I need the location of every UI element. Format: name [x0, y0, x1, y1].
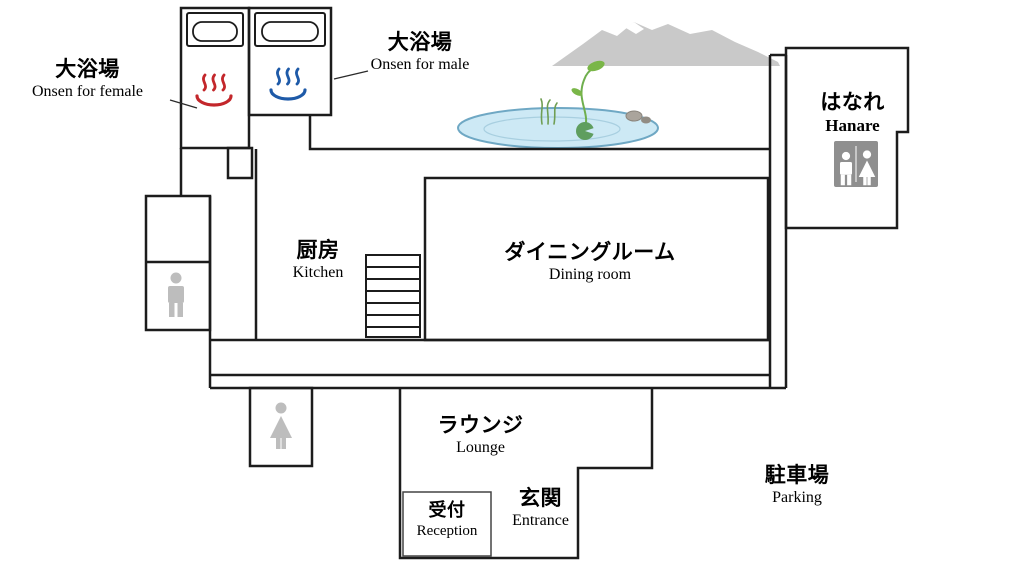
bathtub-male-icon — [254, 12, 326, 47]
parking-label: 駐車場 Parking — [737, 463, 857, 508]
male-restroom-icon — [168, 272, 184, 317]
entrance-label: 玄関 Entrance — [498, 486, 583, 531]
room-bath-female — [179, 6, 251, 150]
parking-label-jp: 駐車場 — [764, 463, 830, 487]
onsen-symbol-female-icon — [195, 73, 233, 107]
stairs-icon — [365, 254, 421, 338]
reception-label-en: Reception — [416, 522, 478, 539]
onsen-female-label-jp: 大浴場 — [55, 57, 120, 81]
room-restroom-female — [248, 386, 314, 468]
shared-restroom-icon — [834, 141, 878, 187]
room-hanare — [784, 46, 910, 230]
kitchen-label-en: Kitchen — [292, 264, 344, 282]
onsen-symbol-male-icon — [269, 67, 307, 101]
lounge-label-en: Lounge — [456, 439, 505, 457]
shared-restroom-woman-icon — [858, 150, 876, 186]
dining-room-label-jp: ダイニングルーム — [504, 240, 676, 264]
hanare-label-en: Hanare — [825, 116, 880, 136]
entrance-label-en: Entrance — [512, 512, 569, 530]
dining-room-label: ダイニングルーム Dining room — [480, 240, 700, 285]
onsen-male-label-en: Onsen for male — [370, 56, 470, 74]
lounge-label: ラウンジ Lounge — [418, 413, 543, 458]
building-walls — [144, 6, 910, 560]
kitchen-label: 厨房 Kitchen — [263, 238, 373, 283]
onsen-male-label-jp: 大浴場 — [387, 30, 453, 54]
dining-room-label-en: Dining room — [548, 266, 632, 284]
pond-grass — [540, 98, 558, 125]
room-lounge-entrance — [398, 388, 654, 560]
pond-rocks — [625, 110, 651, 124]
onsen-female-label: 大浴場 Onsen for female — [5, 57, 170, 102]
hanare-label: はなれ Hanare — [805, 90, 900, 136]
room-bath-male — [247, 6, 333, 117]
reception-label-jp: 受付 — [428, 500, 466, 521]
label-pointer-lines — [169, 70, 369, 109]
closet — [226, 146, 254, 180]
hanare-label-jp: はなれ — [820, 90, 885, 114]
lotus-plant-icon — [571, 60, 605, 140]
entrance-label-jp: 玄関 — [519, 486, 562, 510]
shared-restroom-man-icon — [840, 151, 852, 186]
room-dining — [423, 176, 770, 342]
bathtub-female-icon — [186, 12, 244, 47]
mountain-icon — [552, 22, 780, 66]
onsen-female-label-en: Onsen for female — [31, 83, 144, 101]
lounge-label-jp: ラウンジ — [437, 413, 524, 437]
reception-label: 受付 Reception — [403, 500, 491, 540]
kitchen-label-jp: 厨房 — [296, 238, 340, 262]
reception-booth — [402, 491, 492, 557]
parking-label-en: Parking — [772, 489, 822, 507]
female-restroom-icon — [270, 402, 292, 449]
onsen-male-label: 大浴場 Onsen for male — [345, 30, 495, 75]
